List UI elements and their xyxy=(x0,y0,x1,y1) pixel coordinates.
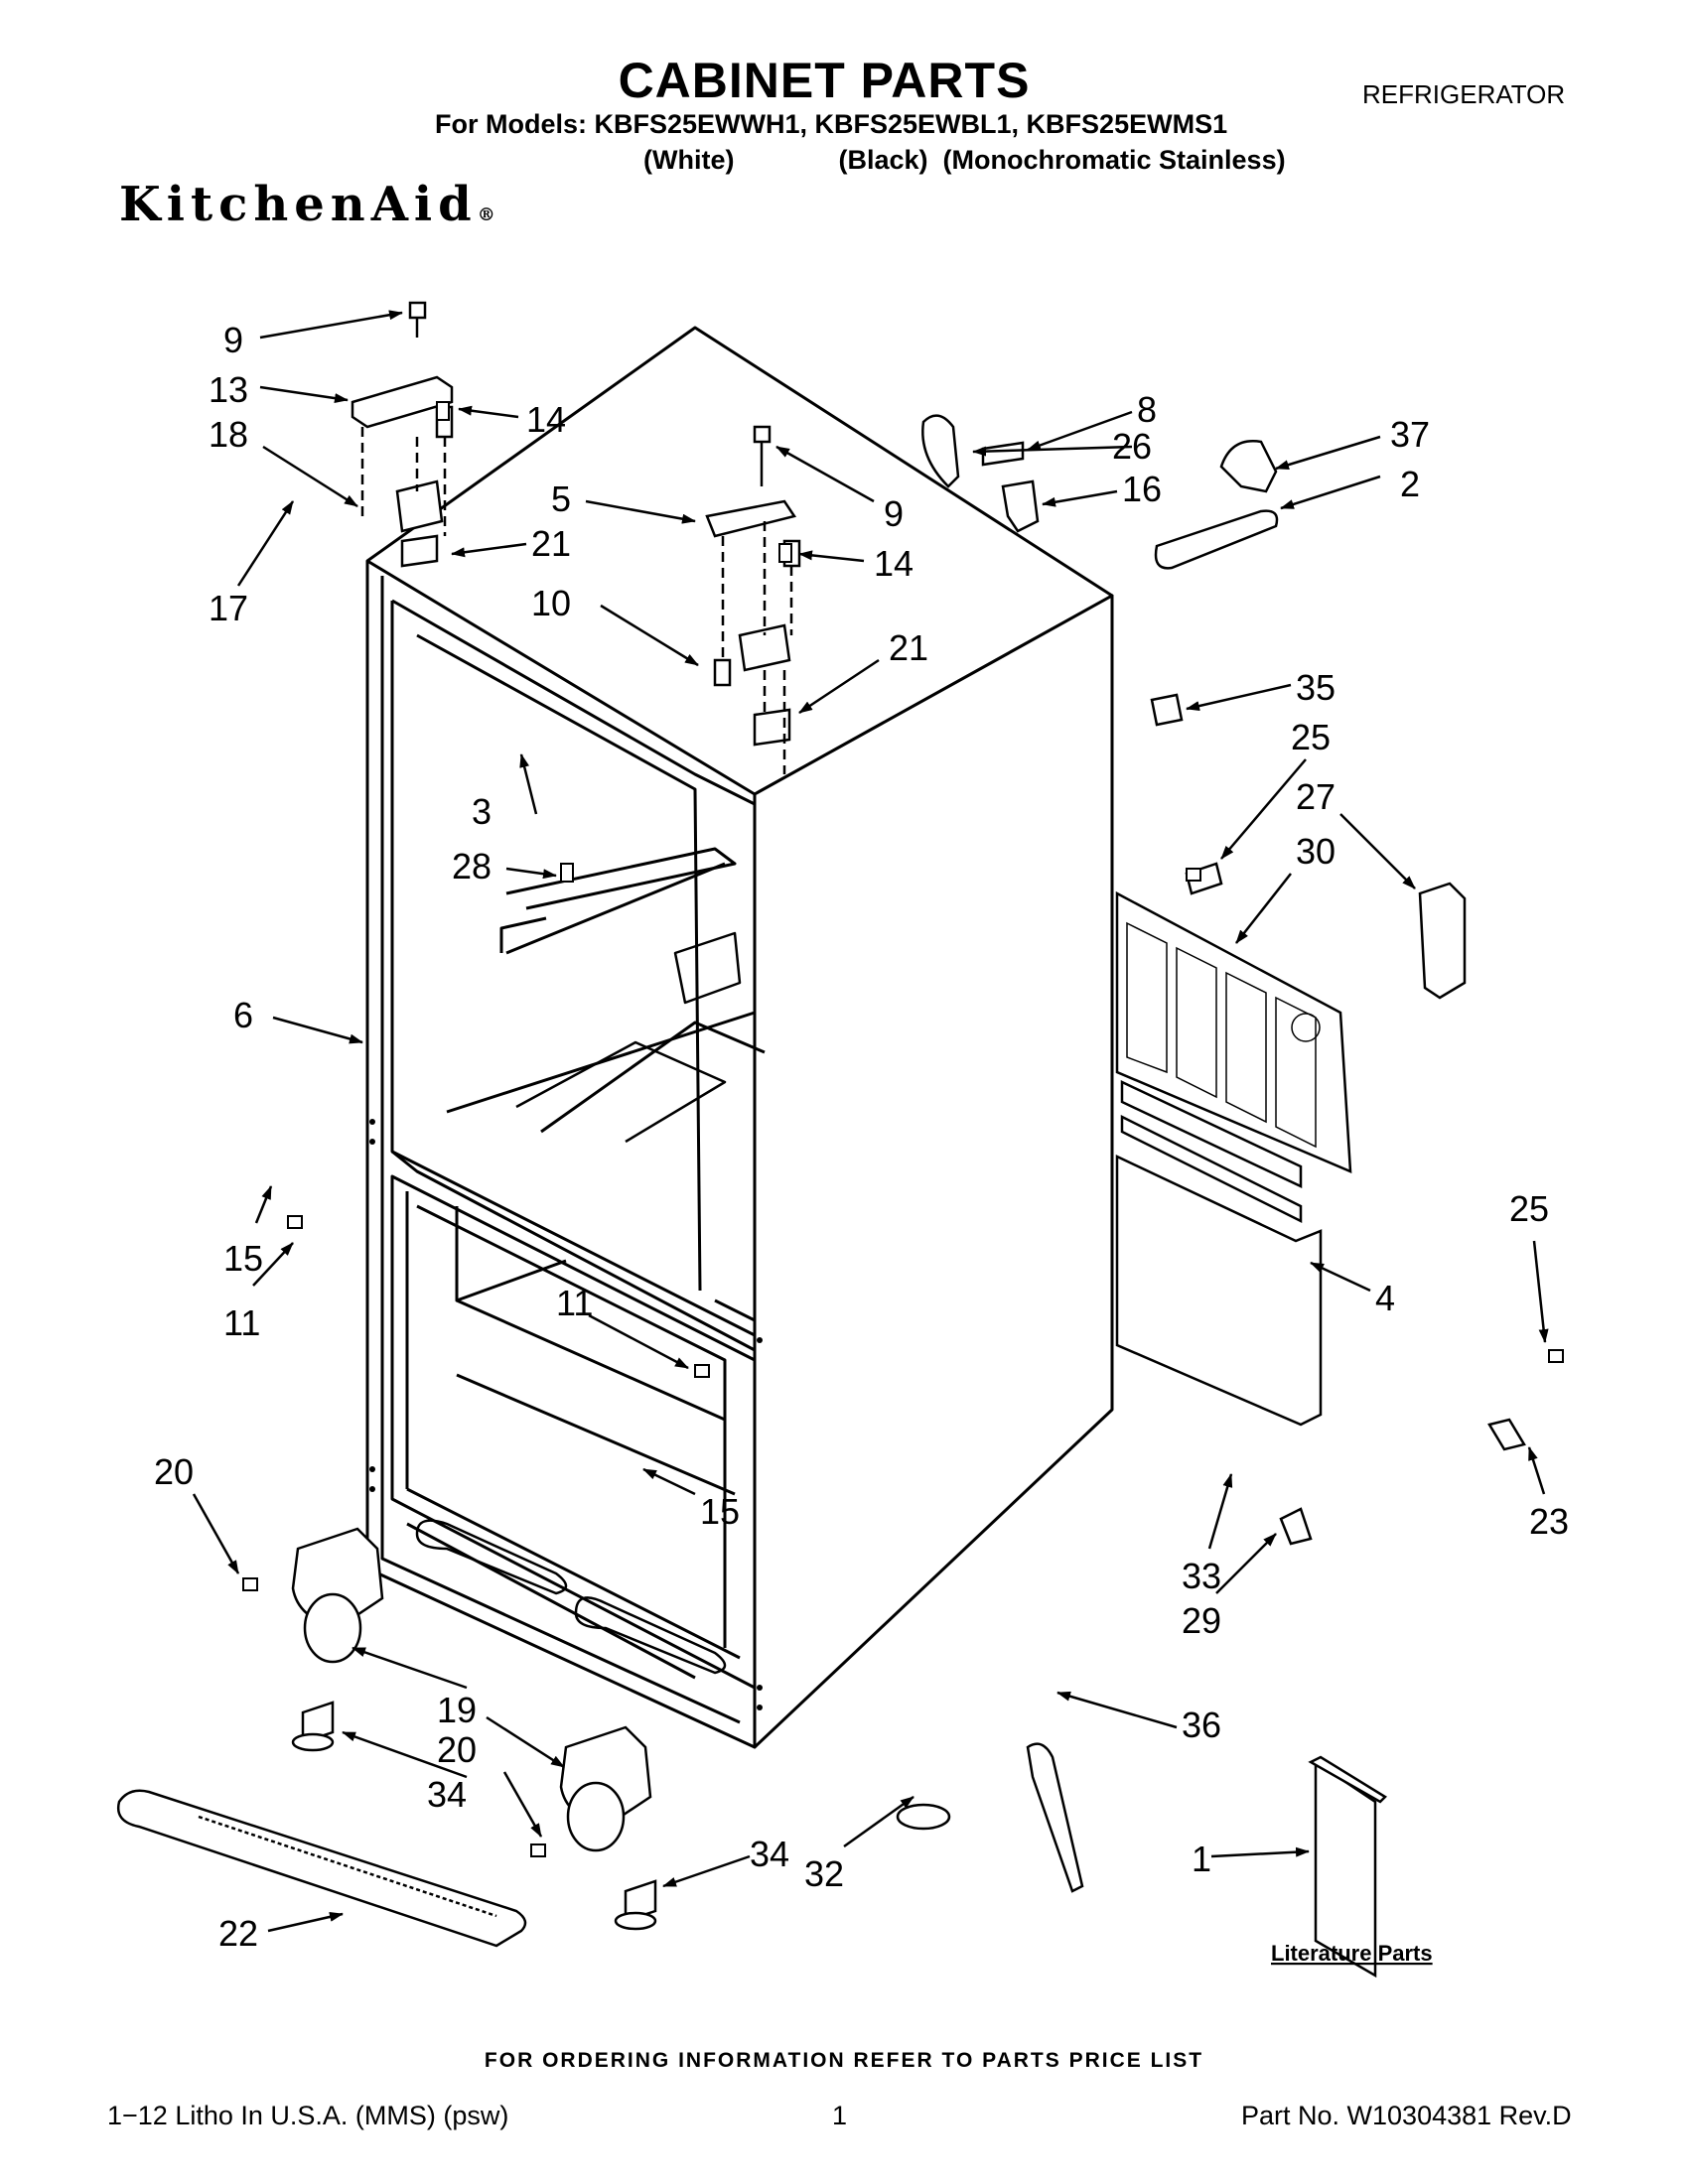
cabinet-dots xyxy=(369,1119,763,1710)
callout-14-left: 14 xyxy=(526,399,566,440)
callout-2: 2 xyxy=(1400,464,1420,504)
brand-name: KitchenAid xyxy=(119,177,478,232)
callout-leaders xyxy=(192,310,1549,1933)
page-number: 1 xyxy=(832,2101,848,2130)
callout-15-left: 15 xyxy=(223,1238,263,1279)
callout-9-center: 9 xyxy=(884,493,904,534)
callout-33: 33 xyxy=(1182,1556,1221,1596)
callout-30: 30 xyxy=(1296,831,1336,872)
cabinet-body xyxy=(365,326,1114,1749)
callout-1: 1 xyxy=(1192,1839,1211,1879)
model-color-variants: (White) (Black) (Monochromatic Stainless… xyxy=(643,145,1286,175)
callout-16: 16 xyxy=(1122,469,1162,509)
callout-14-center: 14 xyxy=(874,543,914,584)
callout-32: 32 xyxy=(804,1853,844,1894)
callout-10: 10 xyxy=(531,583,571,623)
callout-37: 37 xyxy=(1390,414,1430,455)
callout-20-bottom: 20 xyxy=(437,1729,477,1770)
brand-logo: KitchenAid® xyxy=(119,177,495,232)
callout-11-left: 11 xyxy=(223,1302,260,1343)
product-category: REFRIGERATOR xyxy=(1362,79,1566,109)
callout-34-right: 34 xyxy=(750,1834,789,1874)
callout-34-left: 34 xyxy=(427,1774,467,1815)
callout-9-left: 9 xyxy=(223,320,243,360)
callout-28: 28 xyxy=(452,846,492,887)
exploded-parts-diagram: 9 13 14 18 21 17 5 9 14 10 21 8 26 16 37… xyxy=(116,301,1569,1979)
callout-27: 27 xyxy=(1296,776,1336,817)
callout-3: 3 xyxy=(472,791,492,832)
litho-info: 1−12 Litho In U.S.A. (MMS) (psw) xyxy=(107,2101,509,2130)
bottom-parts xyxy=(116,1527,1388,1948)
callout-22: 22 xyxy=(218,1913,258,1954)
page-title: CABINET PARTS xyxy=(618,53,1031,108)
callout-15-center: 15 xyxy=(700,1491,740,1532)
callout-11-center: 11 xyxy=(556,1283,593,1323)
callout-8: 8 xyxy=(1137,389,1157,430)
callout-17: 17 xyxy=(209,588,248,628)
callout-36: 36 xyxy=(1182,1705,1221,1745)
callout-5: 5 xyxy=(551,478,571,519)
callout-19: 19 xyxy=(437,1690,477,1730)
callout-25-top: 25 xyxy=(1291,717,1331,757)
top-hinge-assembly-center xyxy=(705,425,801,774)
callout-18: 18 xyxy=(209,414,248,455)
literature-parts-label: Literature Parts xyxy=(1271,1941,1433,1966)
callout-6: 6 xyxy=(233,995,253,1035)
ordering-info: FOR ORDERING INFORMATION REFER TO PARTS … xyxy=(484,2049,1204,2072)
callout-13: 13 xyxy=(209,369,248,410)
grille-vents xyxy=(1126,921,1321,1149)
callout-35: 35 xyxy=(1296,667,1336,708)
callout-numbers: 9 13 14 18 21 17 5 9 14 10 21 8 26 16 37… xyxy=(154,320,1569,1966)
callout-21-center: 21 xyxy=(889,627,928,668)
callout-26: 26 xyxy=(1112,426,1152,467)
callout-20-top: 20 xyxy=(154,1451,194,1492)
callout-29: 29 xyxy=(1182,1600,1221,1641)
callout-21-left: 21 xyxy=(531,523,571,564)
model-list: For Models: KBFS25EWWH1, KBFS25EWBL1, KB… xyxy=(435,109,1228,139)
callout-4: 4 xyxy=(1375,1278,1395,1318)
callout-25-right: 25 xyxy=(1509,1188,1549,1229)
callout-23: 23 xyxy=(1529,1501,1569,1542)
screws xyxy=(242,401,1564,1857)
registered-mark: ® xyxy=(477,205,495,225)
part-number: Part No. W10304381 Rev.D xyxy=(1241,2101,1572,2130)
right-side-parts xyxy=(921,414,1526,1979)
